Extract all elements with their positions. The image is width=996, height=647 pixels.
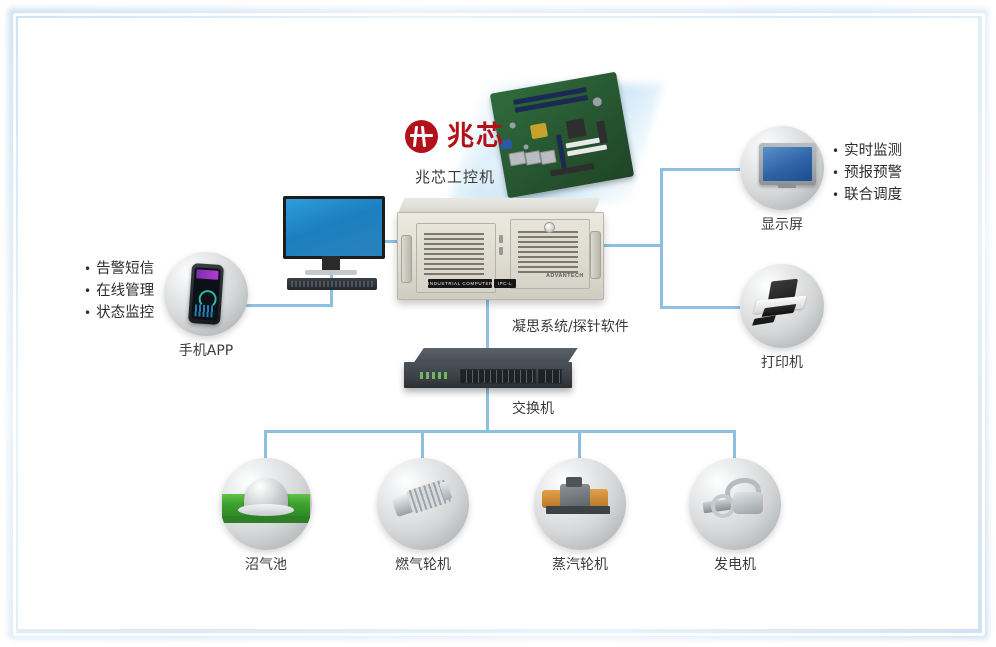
- left-bullet-list: 告警短信 在线管理 状态监控: [84, 258, 154, 324]
- right-bullet-1: 预报预警: [832, 162, 902, 184]
- node-generator[interactable]: [689, 458, 781, 550]
- industrial-pc-chassis-icon: INDUSTRIAL COMPUTER ADVANTECH IPC-L: [397, 198, 604, 304]
- ipc-model-label: IPC-L: [494, 279, 516, 288]
- ipc-front-label: INDUSTRIAL COMPUTER: [428, 279, 492, 288]
- right-bullet-0: 实时监测: [832, 140, 902, 162]
- software-label: 凝思系统/探针软件: [512, 319, 629, 335]
- link-bus-to-generator: [733, 430, 736, 460]
- link-monitor-to-ipc: [379, 240, 407, 243]
- node-display-label: 显示屏: [761, 217, 803, 233]
- motherboard-icon: [489, 71, 635, 199]
- node-printer-label: 打印机: [761, 355, 803, 371]
- node-steam-turbine[interactable]: [534, 458, 626, 550]
- right-bullet-2: 联合调度: [832, 184, 902, 206]
- switch-label: 交换机: [512, 401, 554, 417]
- brand-subtitle: 兆芯工控机: [414, 168, 495, 186]
- node-display[interactable]: [740, 126, 824, 210]
- link-bus-to-steam-turbine: [578, 430, 581, 460]
- node-gas-turbine[interactable]: [377, 458, 469, 550]
- left-bullet-0: 告警短信: [84, 258, 154, 280]
- brand-block: 兆芯 兆芯工控机: [405, 120, 505, 187]
- node-steam-turbine-label: 蒸汽轮机: [552, 557, 608, 573]
- node-mobile-app[interactable]: [164, 252, 248, 336]
- left-bullet-1: 在线管理: [84, 280, 154, 302]
- link-bus-to-gas-turbine: [421, 430, 424, 460]
- right-bullet-list: 实时监测 预报预警 联合调度: [832, 140, 902, 206]
- gas-turbine-icon: [390, 478, 453, 520]
- node-generator-label: 发电机: [714, 557, 756, 573]
- network-switch-icon: [404, 348, 578, 394]
- node-mobile-app-label: 手机APP: [178, 343, 234, 359]
- link-phone-to-monitor: [240, 304, 333, 307]
- brand-name: 兆芯: [447, 121, 505, 152]
- node-biogas-tank[interactable]: [220, 458, 312, 550]
- link-bus-to-display: [660, 168, 743, 171]
- left-bullet-2: 状态监控: [84, 302, 154, 324]
- link-bus-to-printer: [660, 306, 743, 309]
- node-biogas-tank-label: 沼气池: [245, 557, 287, 573]
- frame-border: [13, 13, 985, 636]
- node-gas-turbine-label: 燃气轮机: [395, 557, 451, 573]
- zhaoxin-logo-icon: [405, 120, 438, 153]
- field-device-bus: [264, 430, 736, 433]
- ipc-vendor-label: ADVANTECH: [546, 273, 584, 279]
- link-ipc-to-right-bus: [600, 244, 662, 247]
- node-printer[interactable]: [740, 264, 824, 348]
- link-bus-to-biogas: [264, 430, 267, 460]
- right-bus-vertical: [660, 168, 663, 309]
